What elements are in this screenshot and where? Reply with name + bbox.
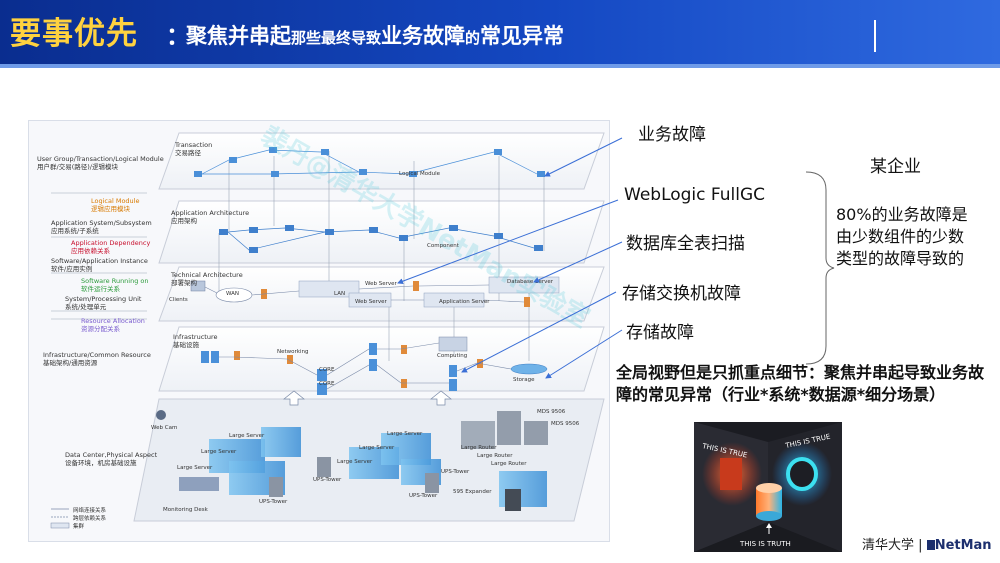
plane-label-computing: Computing bbox=[437, 353, 468, 359]
truth-illustration-graphic: THIS IS TRUE THIS IS TRUE THIS IS TRUTH bbox=[694, 422, 842, 552]
legend-lines bbox=[50, 508, 70, 529]
legend-cross-layer: 跨层依赖关系 bbox=[73, 516, 107, 522]
plane-label-networking: Networking bbox=[277, 349, 309, 355]
datacenter-racks bbox=[156, 410, 548, 511]
legend-cluster: 集群 bbox=[73, 524, 85, 530]
header-stripe bbox=[0, 64, 1000, 68]
plane-label-mds-2: MDS 9506 bbox=[551, 421, 580, 427]
plane-label-large-router-1: Large Router bbox=[461, 445, 497, 451]
netman-logo: NetMan bbox=[934, 538, 992, 553]
title-part-4: 的 bbox=[465, 29, 481, 47]
title-part-5: 常见异常 bbox=[480, 24, 565, 48]
annotation-db-full-scan: 数据库全表扫描 bbox=[626, 234, 745, 254]
plane-label-web-server-1: Web Server bbox=[365, 281, 397, 287]
company-label: 某企业 bbox=[870, 157, 921, 177]
title-part-2: 那些最终导致 bbox=[291, 29, 382, 47]
logo-separator: | bbox=[918, 538, 923, 553]
plane-label-core-2: CORE bbox=[319, 381, 335, 387]
plane-label-large-server-1: Large Server bbox=[229, 433, 265, 439]
tsinghua-logo: 清华大学 bbox=[862, 538, 915, 553]
plane-label-mds-1: MDS 9506 bbox=[537, 409, 566, 415]
photo-bottom-text: THIS IS TRUTH bbox=[739, 540, 791, 548]
page-title-colon: ： bbox=[166, 22, 190, 50]
header-divider bbox=[874, 20, 876, 52]
plane-label-large-server-2: Large Server bbox=[201, 449, 237, 455]
layer-up-arrows bbox=[283, 390, 452, 406]
plane-label-large-router-2: Large Router bbox=[477, 453, 513, 459]
plane-label-app-server: Application Server bbox=[439, 299, 490, 305]
netman-icon bbox=[926, 540, 935, 550]
plane-label-ups-tower-2: UPS-Tower bbox=[313, 477, 342, 483]
annotation-business-fault: 业务故障 bbox=[638, 125, 706, 145]
plane-label-db-server: Database Server bbox=[507, 279, 554, 285]
annotation-storage-fault: 存储故障 bbox=[626, 323, 694, 343]
plane-label-lan: LAN bbox=[334, 291, 346, 297]
plane-label-large-server-5: Large Server bbox=[359, 445, 395, 451]
plane-label-large-router-3: Large Router bbox=[491, 461, 527, 467]
plane-label-ups-tower-3: UPS-Tower bbox=[409, 493, 438, 499]
title-part-1: 聚焦并串起 bbox=[186, 24, 291, 48]
title-part-3: 业务故障 bbox=[381, 24, 466, 48]
plane-label-web-server-2: Web Server bbox=[355, 299, 387, 305]
truth-illustration: THIS IS TRUE THIS IS TRUE THIS IS TRUTH bbox=[694, 422, 842, 552]
page-title-main: 要事优先 bbox=[10, 16, 138, 52]
plane-label-clients: Clients bbox=[169, 297, 188, 303]
plane-label-monitoring-desk: Monitoring Desk bbox=[163, 507, 208, 513]
plane-label-core-1: CORE bbox=[319, 367, 335, 373]
plane-label-ups-tower-1: UPS-Tower bbox=[259, 499, 288, 505]
plane-label-ups-tower-4: UPS-Tower bbox=[441, 469, 470, 475]
annotation-weblogic-fullgc: WebLogic FullGC bbox=[624, 185, 766, 205]
header-bar bbox=[0, 0, 1000, 64]
architecture-diagram: 裴丹@清华大学NetMan实验室 User Group/Transaction/… bbox=[28, 120, 610, 542]
global-view-text: 全局视野但是只抓重点细节：聚焦并串起导致业务故障的常见异常（行业*系统*数据源*… bbox=[616, 363, 985, 404]
plane-label-component: Component bbox=[427, 243, 459, 249]
footer-logos: 清华大学 | NetMan bbox=[862, 534, 992, 553]
plane-label-web-cam: Web Cam bbox=[151, 425, 178, 431]
plane-label-storage: Storage bbox=[513, 377, 535, 383]
transaction-paths bbox=[201, 149, 538, 175]
plane-label-logical-module: Logical Module bbox=[399, 171, 441, 177]
plane-label-large-server-3: Large Server bbox=[177, 465, 213, 471]
statistic-text: 80%的业务故障是 由少数组件的少数 类型的故障导致的 bbox=[836, 205, 968, 268]
plane-label-large-server-6: Large Server bbox=[337, 459, 373, 465]
plane-label-expander: 595 Expander bbox=[453, 489, 492, 495]
plane-label-large-server-4: Large Server bbox=[387, 431, 423, 437]
left-layer-arrows bbox=[51, 192, 147, 320]
legend-network: 网络连接关系 bbox=[73, 508, 107, 514]
plane-label-wan: WAN bbox=[226, 291, 240, 297]
annotation-storage-switch-fault: 存储交换机故障 bbox=[622, 284, 741, 304]
page-title-subtitle: 聚焦并串起那些最终导致业务故障的常见异常 bbox=[186, 20, 564, 50]
